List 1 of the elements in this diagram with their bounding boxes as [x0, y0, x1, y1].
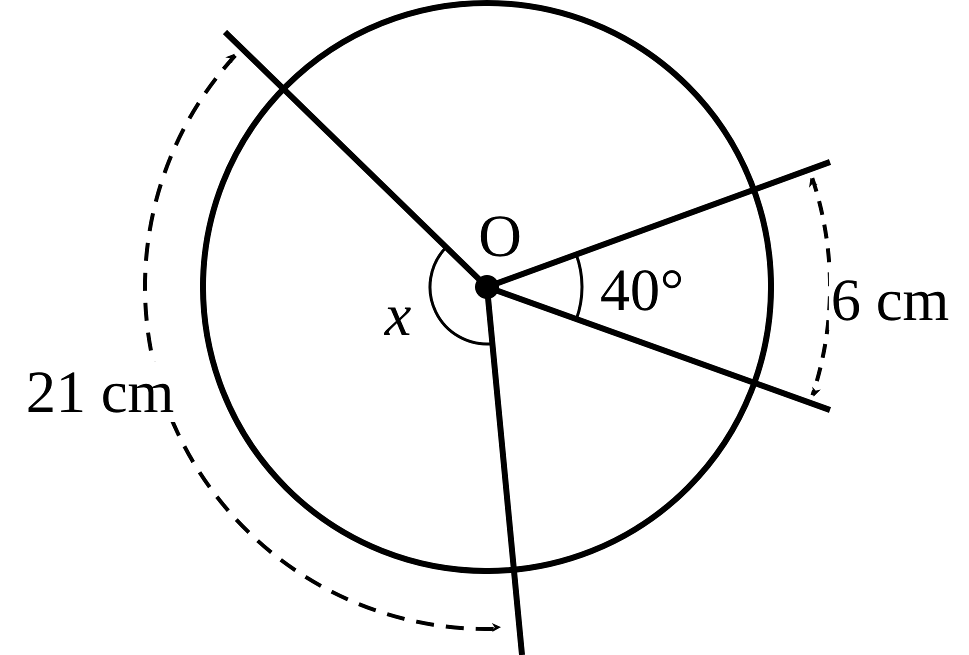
- length-label: 6 cm: [828, 270, 952, 330]
